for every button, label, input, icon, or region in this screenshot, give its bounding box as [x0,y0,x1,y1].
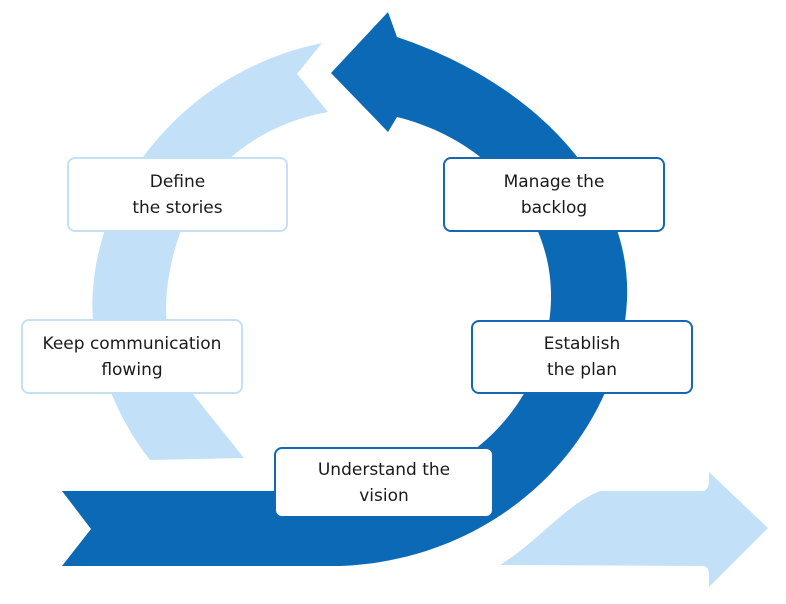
step-label: Understand the vision [317,459,451,506]
step-box-establish-plan: Establish the plan [471,320,693,394]
step-label: Establish the plan [543,334,621,380]
step-label: Keep communication flowing [42,333,222,380]
step-box-manage-backlog: Manage the backlog [443,157,665,232]
step-box-keep-communication: Keep communication flowing [21,319,243,394]
step-box-understand-vision: Understand the vision [274,447,494,518]
light-cycle-arc [92,43,328,460]
step-label: Define the stories [132,171,223,218]
step-box-define-stories: Define the stories [67,157,288,232]
step-label: Manage the backlog [503,171,605,218]
light-exit-arrow [500,472,768,587]
dark-cycle-arrow [62,12,628,566]
